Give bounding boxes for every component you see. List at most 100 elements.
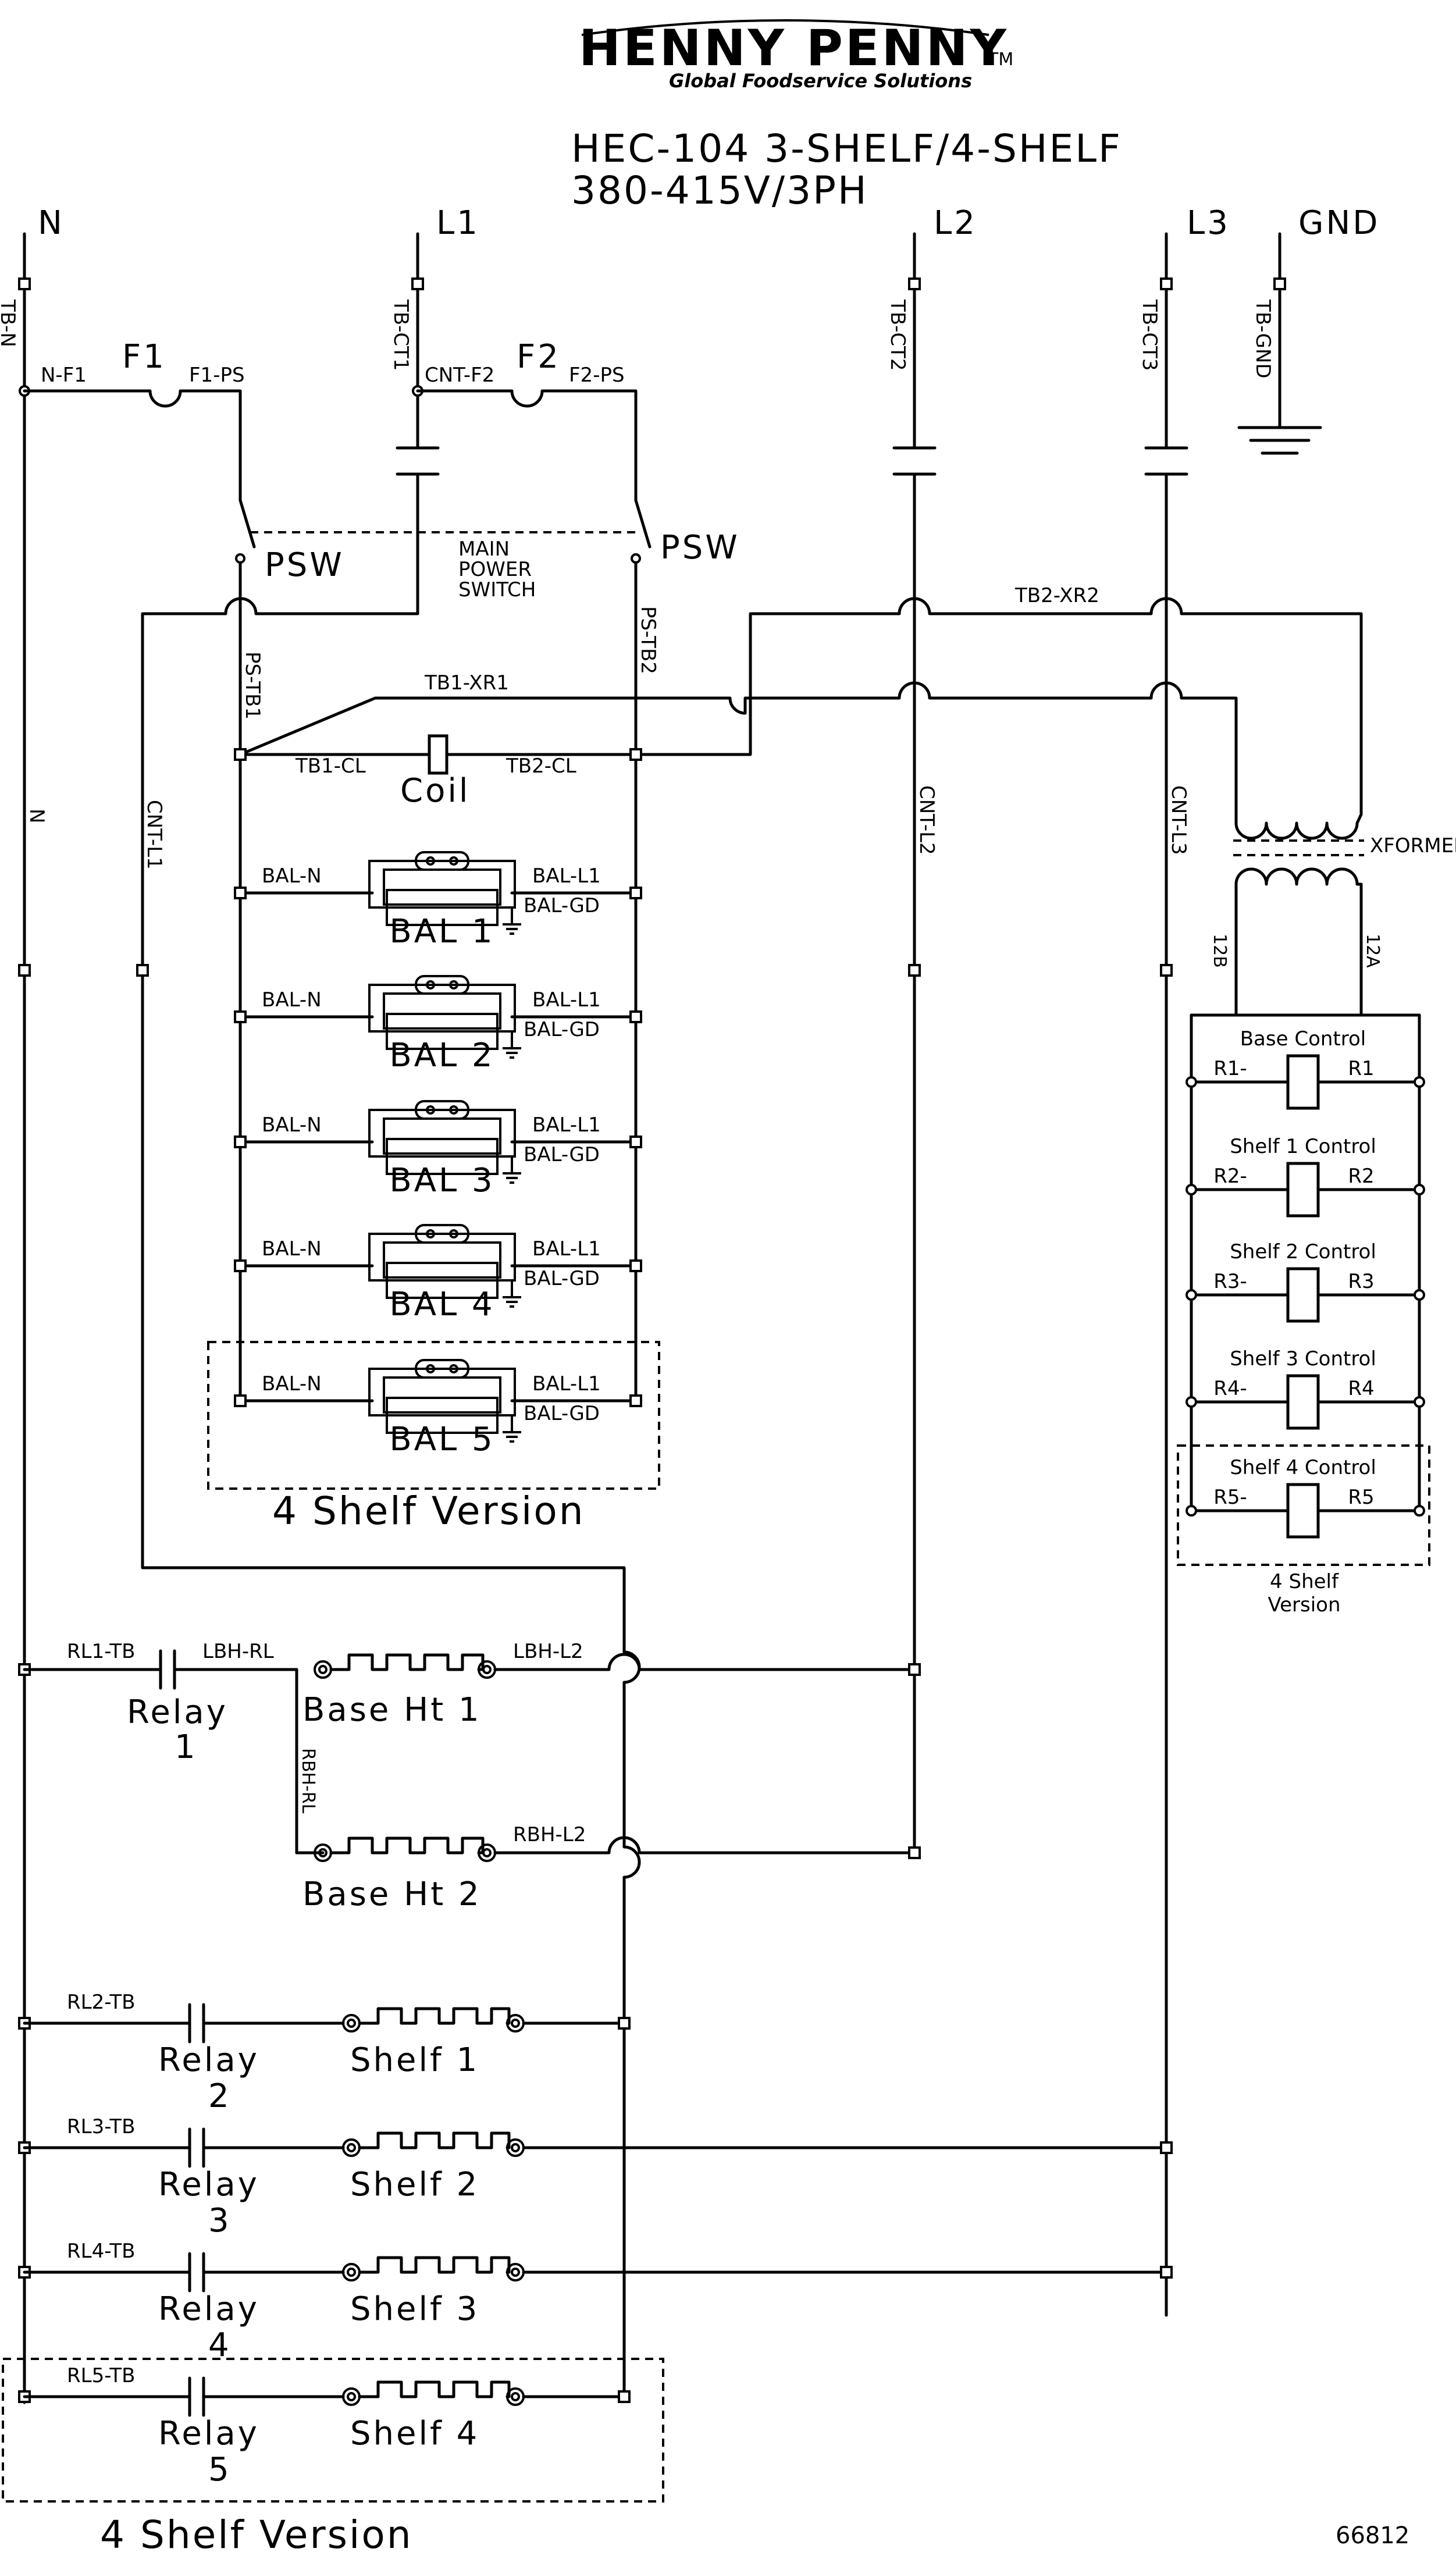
ballast-label-l1: BAL-L1 — [532, 1113, 601, 1137]
control-label-right: R2 — [1348, 1165, 1374, 1188]
drawing-number: 66812 — [1336, 2522, 1409, 2549]
ballast-box-label: 4 Shelf Version — [272, 1489, 585, 1533]
control-title: Shelf 3 Control — [1230, 1347, 1376, 1371]
terminal-tb-gnd — [1273, 277, 1286, 290]
rail-label-n: N — [38, 204, 65, 242]
wire-rl1-tb: RL1-TB — [67, 1640, 135, 1663]
ballast-label-gd: BAL-GD — [524, 1143, 600, 1166]
ballast-name: BAL 4 — [389, 1286, 494, 1323]
label-tb-gnd: TB-GND — [1251, 299, 1275, 379]
control-label-right: R1 — [1348, 1057, 1374, 1080]
control-title: Shelf 2 Control — [1230, 1240, 1376, 1263]
wire-rbh-rl: RBH-RL — [298, 1748, 318, 1814]
ballast-label-gd: BAL-GD — [524, 1402, 600, 1425]
ballast-terminal-n — [234, 1259, 247, 1272]
shelf-heater-label: Shelf 3 — [350, 2290, 479, 2328]
shelf-terminal-line — [1160, 2266, 1173, 2279]
terminal-tb-ct1 — [411, 277, 424, 290]
terminal-tb-n — [18, 277, 31, 290]
ballast-terminal-n — [234, 887, 247, 899]
logo: HENNY PENNY TM Global Foodservice Soluti… — [579, 19, 1013, 92]
logo-tm: TM — [987, 49, 1013, 70]
label-tb-ct2: TB-CT2 — [886, 299, 909, 371]
shelf-relay-tb: RL5-TB — [67, 2364, 135, 2387]
control-box-label-2: Version — [1268, 1593, 1340, 1617]
ballast-label-n: BAL-N — [262, 1372, 322, 1396]
shelf-relay-contact — [190, 2254, 204, 2291]
wire-cnt-l3: CNT-L3 — [1167, 785, 1190, 855]
ballast-label-n: BAL-N — [262, 988, 322, 1012]
wire-cnt-l2: CNT-L2 — [915, 785, 938, 855]
ballast-terminal-l1 — [629, 1010, 642, 1023]
fuse-f2-label: F2 — [517, 338, 561, 376]
shelf-heater-element — [358, 2131, 511, 2149]
shelf-box-label: 4 Shelf Version — [100, 2512, 413, 2552]
ballast-label-n: BAL-N — [262, 864, 322, 888]
shelf-heater-label: Shelf 1 — [350, 2041, 479, 2079]
psw-right-label: PSW — [660, 529, 740, 567]
control-node-left — [1186, 1184, 1197, 1195]
ballast-name: BAL 5 — [389, 1421, 494, 1458]
label-tb-ct3: TB-CT3 — [1138, 299, 1161, 371]
label-tb-n: TB-N — [0, 299, 19, 347]
rail-label-l1: L1 — [436, 204, 480, 242]
ballast-label-l1: BAL-L1 — [532, 864, 601, 888]
shelf-relay-label: Relay — [158, 2290, 259, 2328]
control-node-right — [1414, 1289, 1425, 1301]
control-relay-coil — [1288, 1269, 1318, 1321]
contactor-contacts — [396, 385, 1188, 2317]
fuse-f1-wire — [23, 389, 242, 502]
wire-tb1-cl: TB1-CL — [295, 754, 366, 778]
control-node-right — [1414, 1184, 1425, 1195]
wire-f1-ps: F1-PS — [189, 364, 245, 387]
wire-lbh-rl: LBH-RL — [202, 1640, 274, 1663]
wire-cnt-l1: CNT-L1 — [143, 800, 166, 870]
logo-swoosh — [581, 19, 989, 36]
ballast-name: BAL 2 — [389, 1037, 494, 1074]
ballast-ground-icon — [501, 1288, 522, 1308]
control-label-left: R3- — [1213, 1270, 1247, 1293]
transformer — [1233, 813, 1364, 1017]
wire-tb1-xr1: TB1-XR1 — [424, 671, 509, 695]
shelf-relay-contact — [190, 2005, 204, 2042]
ballast-ground-wire — [497, 1030, 513, 1040]
ballast-terminal-n — [234, 1394, 247, 1407]
xformer-label: XFORMER — [1370, 834, 1456, 857]
tb1-xr1-wire — [238, 681, 1238, 816]
wire-n-f1: N-F1 — [41, 364, 87, 387]
ballast-terminal-l1 — [629, 1394, 642, 1407]
ballast-label-l1: BAL-L1 — [532, 1237, 601, 1261]
ballast-label-gd: BAL-GD — [524, 1267, 600, 1290]
control-label-right: R3 — [1348, 1270, 1374, 1293]
contactor-coil — [428, 734, 448, 775]
control-relay-coil — [1288, 1163, 1318, 1216]
ballast-terminal-l1 — [629, 1136, 642, 1148]
ballast-terminal-l1 — [629, 887, 642, 899]
ballast-label-n: BAL-N — [262, 1237, 322, 1261]
control-relay-coil — [1288, 1376, 1318, 1428]
control-title: Shelf 4 Control — [1230, 1456, 1376, 1479]
shelf-heater-label: Shelf 4 — [350, 2415, 479, 2453]
control-node-left — [1186, 1505, 1197, 1517]
control-box-label-1: 4 Shelf — [1270, 1570, 1339, 1593]
control-node-right — [1414, 1076, 1425, 1088]
logo-tagline: Global Foodservice Solutions — [669, 70, 972, 92]
ballast-label-l1: BAL-L1 — [532, 988, 601, 1012]
shelf-relay-number: 5 — [208, 2451, 232, 2489]
control-relay-coil — [1288, 1485, 1318, 1537]
terminal-tb-ct2 — [908, 277, 921, 290]
ballast-terminal-n — [234, 1136, 247, 1148]
control-title: Shelf 1 Control — [1230, 1135, 1376, 1158]
title-model: HEC-104 3-SHELF/4-SHELF — [571, 126, 1122, 171]
shelf-heater-element — [358, 2007, 511, 2025]
shelf-relay-label: Relay — [158, 2041, 259, 2079]
wire-cnt-f2: CNT-F2 — [425, 364, 494, 387]
